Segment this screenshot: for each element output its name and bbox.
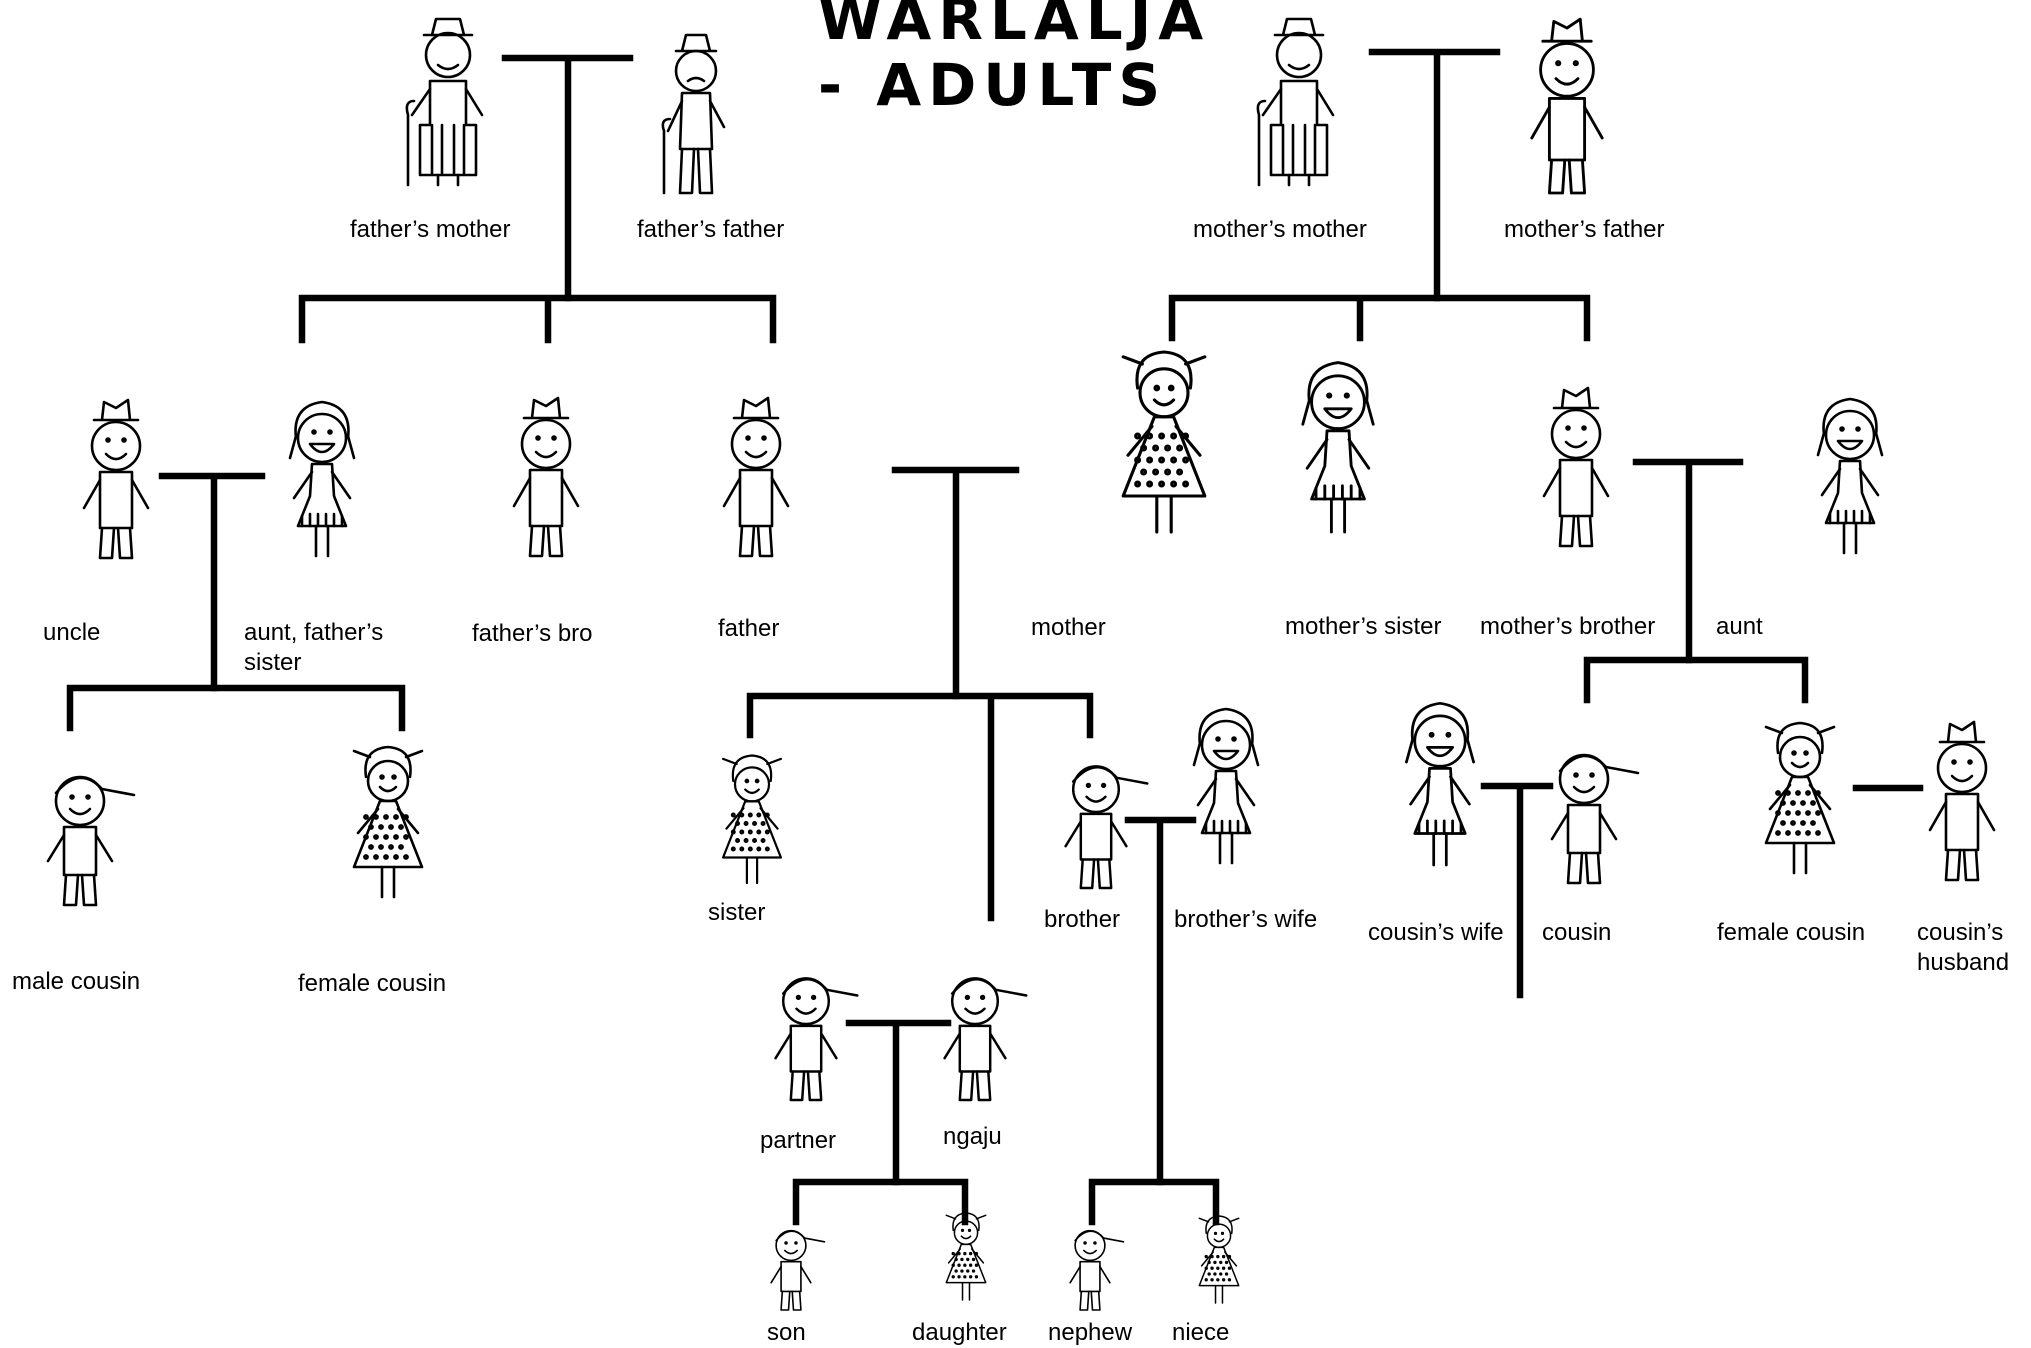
label-son: son	[767, 1319, 806, 1346]
figure-cousin	[1550, 753, 1640, 885]
figure-mother	[1121, 350, 1207, 534]
line-brother-children	[1088, 1178, 1220, 1226]
line-paternal-grandparents	[501, 54, 634, 302]
label-partner: partner	[760, 1127, 837, 1154]
relationship-lines	[66, 48, 1924, 1226]
figure-sister	[721, 754, 783, 885]
figure-aunt-fathers-sister	[288, 400, 356, 558]
figure-female-cousin-right	[1764, 721, 1836, 875]
figure-male-cousin	[46, 775, 136, 907]
figure-fathers-bro	[512, 396, 580, 558]
line-maternal-children	[1168, 294, 1591, 342]
line-ego-partner	[845, 1019, 952, 1186]
line-uncle-aunt	[158, 472, 266, 692]
label-mothers-brother: mother’s brother	[1480, 613, 1656, 640]
figures-layer	[46, 17, 1996, 1311]
label-daughter: daughter	[912, 1319, 1007, 1346]
label-female-cousin-right: female cousin	[1717, 919, 1866, 946]
line-mothers-brother-aunt	[1632, 458, 1744, 664]
label-aunt-fathers-sister: aunt, father’s sister	[244, 619, 384, 676]
figure-cousins-wife	[1405, 701, 1475, 867]
figure-brothers-wife	[1192, 707, 1260, 865]
label-mothers-sister: mother’s sister	[1285, 613, 1442, 640]
label-mother: mother	[1031, 614, 1106, 641]
figure-fathers-father	[661, 33, 726, 195]
label-fathers-mother: father’s mother	[350, 216, 511, 243]
line-maternal-grandparents	[1368, 48, 1501, 302]
title-line-1: WARLALJA	[818, 0, 1211, 53]
label-fathers-bro: father’s bro	[472, 620, 593, 647]
figure-cousins-husband	[1928, 720, 1996, 882]
line-parents	[891, 466, 1020, 700]
label-cousins-husband: cousin’s husband	[1917, 919, 2010, 976]
line-mothers-brother-children	[1583, 656, 1809, 704]
label-ngaju: ngaju	[943, 1123, 1002, 1150]
line-uncle-children	[66, 684, 406, 732]
figure-aunt-right	[1816, 397, 1884, 555]
figure-son	[770, 1229, 826, 1311]
label-father: father	[718, 615, 780, 642]
line-paternal-children	[298, 294, 777, 344]
figure-nephew	[1069, 1229, 1125, 1311]
figure-partner	[774, 977, 859, 1102]
label-mothers-mother: mother’s mother	[1193, 216, 1367, 243]
figure-daughter	[945, 1212, 987, 1301]
figure-brother	[1064, 765, 1149, 890]
label-niece: niece	[1172, 1319, 1230, 1346]
figure-ngaju	[943, 977, 1028, 1102]
label-brother: brother	[1044, 906, 1121, 933]
label-female-cousin-left: female cousin	[298, 970, 447, 997]
line-parents-children	[746, 692, 1094, 922]
label-aunt: aunt	[1716, 613, 1763, 640]
figure-female-cousin-left	[352, 745, 424, 899]
label-cousin: cousin	[1542, 919, 1612, 946]
figure-mothers-father	[1530, 17, 1604, 195]
line-brother-wife	[1124, 816, 1197, 1186]
label-mothers-father: mother’s father	[1504, 216, 1665, 243]
figure-mothers-mother	[1256, 17, 1335, 187]
figure-mothers-sister	[1301, 361, 1375, 534]
line-ego-children	[792, 1178, 969, 1226]
label-fathers-father: father’s father	[637, 216, 785, 243]
figure-niece	[1198, 1215, 1240, 1304]
title-line-2: - ADULTS	[818, 51, 1168, 119]
figure-uncle	[82, 398, 150, 560]
label-uncle: uncle	[43, 619, 101, 646]
figure-fathers-mother	[405, 17, 484, 187]
label-sister: sister	[708, 899, 766, 926]
label-cousins-wife: cousin’s wife	[1368, 919, 1504, 946]
figure-father	[722, 396, 790, 558]
line-cousin-wife	[1480, 782, 1554, 999]
figure-mothers-brother	[1542, 386, 1610, 548]
label-brothers-wife: brother’s wife	[1174, 906, 1318, 933]
label-male-cousin: male cousin	[12, 968, 141, 995]
label-nephew: nephew	[1048, 1319, 1133, 1346]
